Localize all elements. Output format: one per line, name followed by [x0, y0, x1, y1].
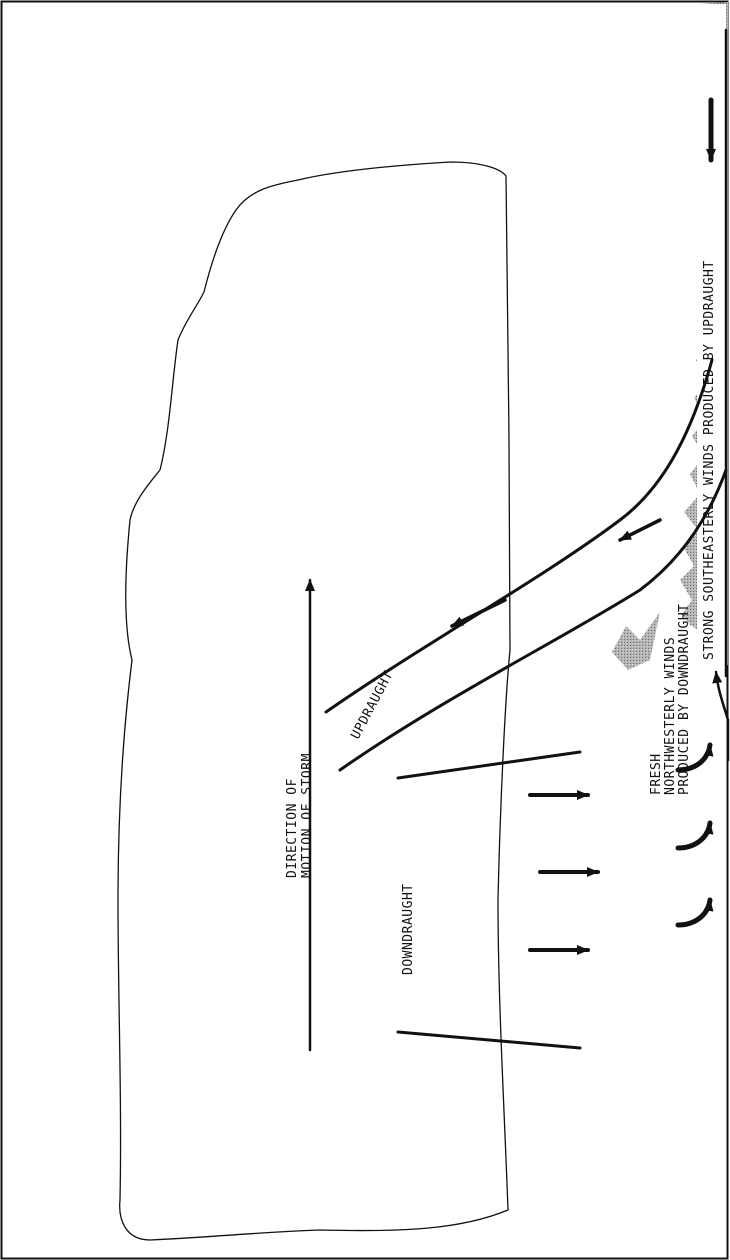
fresh-winds-label-line1: FRESH	[649, 753, 664, 795]
downdraught-label: DOWNDRAUGHT	[401, 883, 416, 975]
direction-label-line2: MOTION OF STORM	[300, 753, 315, 878]
updraught-channel-lower	[338, 468, 728, 772]
strong-winds-label: STRONG SOUTHEASTERLY WINDS PRODUCED BY U…	[702, 260, 717, 660]
fresh-winds-label-line2: NORTHWESTERLY WINDS	[663, 637, 678, 795]
downdraught-boundary-right	[396, 750, 582, 780]
updraught-arrow-1	[618, 518, 662, 542]
fresh-winds-label-line3: PRODUCED BY DOWNDRAUGHT	[677, 603, 692, 795]
direction-label-line1: DIRECTION OF	[285, 778, 300, 878]
cloud-outline	[117, 161, 511, 1241]
northwesterly-wind-arrow	[712, 670, 730, 762]
updraught-channel-upper	[324, 358, 714, 714]
outflow-arrow-3	[675, 897, 714, 928]
downdraught-boundary-left	[396, 1030, 582, 1050]
updraught-arrow-2	[450, 598, 507, 628]
outflow-arrow-2	[675, 820, 714, 851]
outflow-arrow-1	[675, 742, 714, 773]
